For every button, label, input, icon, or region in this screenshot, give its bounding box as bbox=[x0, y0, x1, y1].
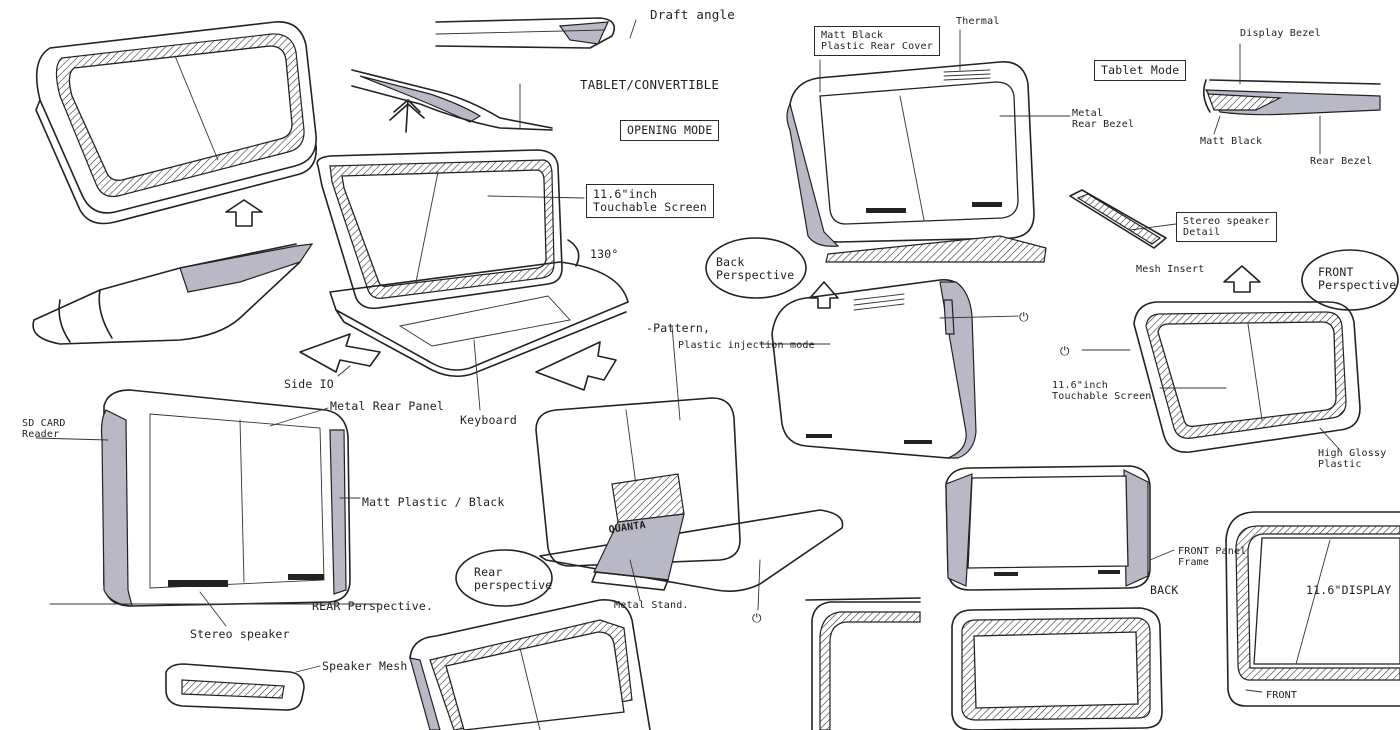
label-front-panel-frame: FRONT Panel Frame bbox=[1178, 546, 1246, 568]
label-display-116: 11.6"DISPLAY bbox=[1306, 583, 1392, 597]
power-icon: ⏻ bbox=[1019, 310, 1029, 324]
sketch-corner-detail bbox=[805, 597, 921, 730]
label-back: BACK bbox=[1150, 583, 1179, 597]
label-keyboard: Keyboard bbox=[460, 413, 517, 427]
label-rear-perspective-bubble-line1: Rear bbox=[474, 565, 503, 579]
sketch-tablet-on-stand bbox=[535, 397, 844, 592]
label-front-panel-frame-line2: Frame bbox=[1178, 557, 1210, 568]
label-front-perspective-line2: Perspective bbox=[1318, 278, 1397, 292]
label-metal-rear-bezel: Metal Rear Bezel bbox=[1072, 108, 1134, 130]
label-sd-card-line2: Reader bbox=[22, 429, 60, 440]
bubble-back-perspective bbox=[705, 237, 807, 299]
sketch-draft-angle-detail bbox=[435, 17, 616, 49]
label-screen-116-a-line2: Touchable Screen bbox=[593, 200, 707, 214]
sketch-convertible-side-detail bbox=[351, 69, 553, 131]
power-icon: ⏻ bbox=[1060, 344, 1070, 358]
sketch-arrows bbox=[225, 99, 1261, 391]
sketch-tablet-front-right bbox=[1133, 301, 1361, 453]
label-side-io: Side IO bbox=[284, 377, 334, 391]
sketch-tablet-rear-bottom bbox=[409, 599, 651, 730]
label-metal-rear-bezel-line1: Metal bbox=[1072, 108, 1104, 119]
label-pattern: -Pattern, bbox=[646, 321, 711, 335]
sketch-tablet-top-left bbox=[35, 21, 317, 225]
label-speaker-mesh: Speaker Mesh bbox=[322, 659, 408, 673]
label-front-panel-frame-line1: FRONT Panel bbox=[1178, 546, 1247, 557]
sketch-convertible-profile-left bbox=[32, 243, 314, 345]
label-screen-116-b: 11.6"inch Touchable Screen bbox=[1052, 380, 1152, 402]
label-screen-116-a-line1: 11.6"inch bbox=[593, 187, 658, 201]
sketch-display-bezel-detail bbox=[1202, 79, 1381, 116]
label-matt-black: Matt Black bbox=[1200, 136, 1263, 147]
label-screen-116-b-line2: Touchable Screen bbox=[1052, 391, 1152, 402]
label-metal-rear-panel: Metal Rear Panel bbox=[330, 399, 444, 413]
label-front-perspective-line1: FRONT bbox=[1318, 265, 1354, 279]
label-stereo-speaker-detail: Stereo speaker Detail bbox=[1176, 212, 1278, 242]
label-sd-card-line1: SD CARD bbox=[22, 418, 66, 429]
label-screen-116-b-line1: 11.6"inch bbox=[1052, 380, 1108, 391]
label-stereo-speaker-detail-line1: Stereo speaker bbox=[1183, 216, 1271, 227]
label-front: FRONT bbox=[1266, 690, 1298, 701]
label-stereo-speaker-detail-line2: Detail bbox=[1183, 227, 1221, 238]
label-mesh-insert: Mesh Insert bbox=[1136, 264, 1205, 275]
bubble-front-perspective bbox=[1301, 249, 1399, 311]
label-display-bezel: Display Bezel bbox=[1240, 28, 1321, 39]
sketch-speaker-mesh-detail bbox=[165, 663, 305, 711]
label-high-glossy: High Glossy Plastic bbox=[1318, 448, 1386, 470]
label-matt-black-cover-line2: Plastic Rear Cover bbox=[821, 41, 933, 52]
label-angle-130: 130° bbox=[590, 247, 619, 261]
label-rear-perspective-caption: REAR Perspective. bbox=[312, 599, 434, 613]
label-rear-perspective-bubble: Rear perspective bbox=[474, 566, 552, 592]
label-screen-116-a: 11.6"inch Touchable Screen bbox=[586, 184, 714, 218]
label-thermal: Thermal bbox=[956, 16, 1000, 27]
label-front-perspective: FRONT Perspective bbox=[1318, 266, 1396, 292]
sketch-display-corner bbox=[1225, 511, 1400, 707]
label-back-perspective-line1: Back bbox=[716, 255, 745, 269]
label-high-glossy-line1: High Glossy bbox=[1318, 448, 1387, 459]
label-rear-bezel: Rear Bezel bbox=[1310, 156, 1373, 167]
label-matt-black-cover-line1: Matt Black bbox=[821, 30, 884, 41]
label-sd-card: SD CARD Reader bbox=[22, 418, 66, 440]
label-matt-plastic-black: Matt Plastic / Black bbox=[362, 495, 505, 509]
label-rear-perspective-bubble-line2: perspective bbox=[474, 578, 553, 592]
sketch-tablet-rear-left bbox=[100, 389, 351, 607]
sketch-tablet-back-middle bbox=[771, 279, 977, 459]
label-back-perspective-line2: Perspective bbox=[716, 268, 795, 282]
sketch-speaker-detail bbox=[1069, 189, 1167, 249]
label-draft-angle: Draft angle bbox=[650, 7, 735, 22]
power-icon: ⏻ bbox=[752, 611, 762, 625]
bubble-rear-perspective bbox=[455, 549, 553, 607]
label-tablet-convertible: TABLET/CONVERTIBLE bbox=[580, 77, 720, 92]
sketch-tablet-back-top-right bbox=[786, 61, 1047, 263]
label-metal-stand: Metal Stand. bbox=[614, 600, 689, 611]
label-tablet-mode: Tablet Mode bbox=[1094, 60, 1187, 81]
sketch-tablet-back-bottom bbox=[945, 465, 1151, 591]
label-matt-black-cover: Matt Black Plastic Rear Cover bbox=[814, 26, 940, 56]
label-metal-rear-bezel-line2: Rear Bezel bbox=[1072, 119, 1135, 130]
label-opening-mode: OPENING MODE bbox=[620, 120, 720, 141]
label-stereo-speaker: Stereo speaker bbox=[190, 627, 290, 641]
label-back-perspective: Back Perspective bbox=[716, 256, 794, 282]
leader-lines bbox=[35, 19, 1341, 693]
sketch-convertible-open bbox=[316, 149, 629, 378]
label-plastic-injection: Plastic injection mode bbox=[678, 340, 815, 351]
label-high-glossy-line2: Plastic bbox=[1318, 459, 1362, 470]
sketch-tablet-front-bottom bbox=[951, 607, 1163, 730]
